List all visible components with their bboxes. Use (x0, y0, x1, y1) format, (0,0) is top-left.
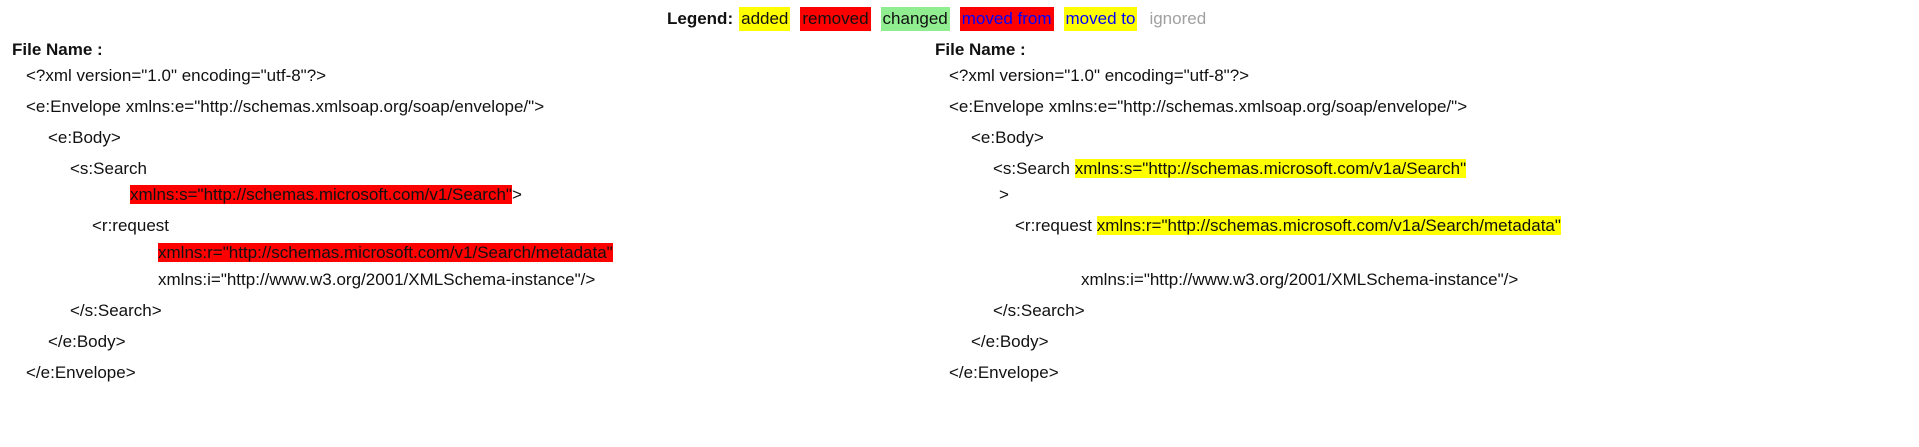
right-search-ns-added: xmlns:s="http://schemas.microsoft.com/v1… (1074, 159, 1467, 178)
left-search-close-line: </s:Search> (70, 301, 162, 320)
right-search-open-line: <s:Search xmlns:s="http://schemas.micros… (993, 156, 1467, 182)
legend-changed: changed (880, 7, 950, 31)
left-body-close-line: </e:Body> (48, 332, 126, 351)
left-body-open-line: <e:Body> (48, 128, 121, 147)
right-xml-decl-line: <?xml version="1.0" encoding="utf-8"?> (949, 66, 1250, 85)
left-request-ns-line: xmlns:r="http://schemas.microsoft.com/v1… (158, 240, 613, 266)
legend-moved-to: moved to (1063, 7, 1138, 31)
right-file-name: File Name : (935, 40, 1026, 59)
left-search-open-line: <s:Search (70, 159, 148, 178)
legend-added: added (739, 7, 791, 31)
right-request-xmlns-i-line: xmlns:i="http://www.w3.org/2001/XMLSchem… (1081, 270, 1519, 289)
left-search-close-bracket: > (511, 185, 522, 204)
left-xml-decl-line: <?xml version="1.0" encoding="utf-8"?> (26, 66, 327, 85)
left-request-ns-removed: xmlns:r="http://schemas.microsoft.com/v1… (158, 243, 613, 262)
left-envelope-open-line: <e:Envelope xmlns:e="http://schemas.xmls… (26, 97, 545, 116)
legend-removed: removed (800, 7, 871, 31)
right-request-open-tag: <r:request (1015, 216, 1093, 235)
right-search-close-line: </s:Search> (993, 301, 1085, 320)
left-request-open-line: <r:request (92, 216, 170, 235)
right-envelope-open-line: <e:Envelope xmlns:e="http://schemas.xmls… (949, 97, 1468, 116)
left-envelope-close-line: </e:Envelope> (26, 363, 136, 382)
right-diff-pane: File Name : <?xml version="1.0" encoding… (935, 37, 1561, 382)
left-search-ns-line: xmlns:s="http://schemas.microsoft.com/v1… (130, 182, 522, 208)
right-body-close-line: </e:Body> (971, 332, 1049, 351)
legend-moved-from: moved from (959, 7, 1054, 31)
right-envelope-close-line: </e:Envelope> (949, 363, 1059, 382)
left-file-name: File Name : (12, 40, 103, 59)
left-request-xmlns-i-line: xmlns:i="http://www.w3.org/2001/XMLSchem… (158, 270, 596, 289)
legend: Legend: added removed changed moved from… (667, 6, 1218, 32)
left-search-ns-removed: xmlns:s="http://schemas.microsoft.com/v1… (130, 185, 512, 204)
legend-ignored: ignored (1149, 9, 1207, 28)
right-search-open-tag: <s:Search (993, 159, 1071, 178)
right-body-open-line: <e:Body> (971, 128, 1044, 147)
right-request-open-line: <r:request xmlns:r="http://schemas.micro… (1015, 213, 1561, 239)
right-request-ns-added: xmlns:r="http://schemas.microsoft.com/v1… (1096, 216, 1561, 235)
left-diff-pane: File Name : <?xml version="1.0" encoding… (12, 37, 613, 382)
legend-title: Legend: (667, 9, 734, 28)
right-search-close-bracket-line: > (999, 185, 1009, 204)
